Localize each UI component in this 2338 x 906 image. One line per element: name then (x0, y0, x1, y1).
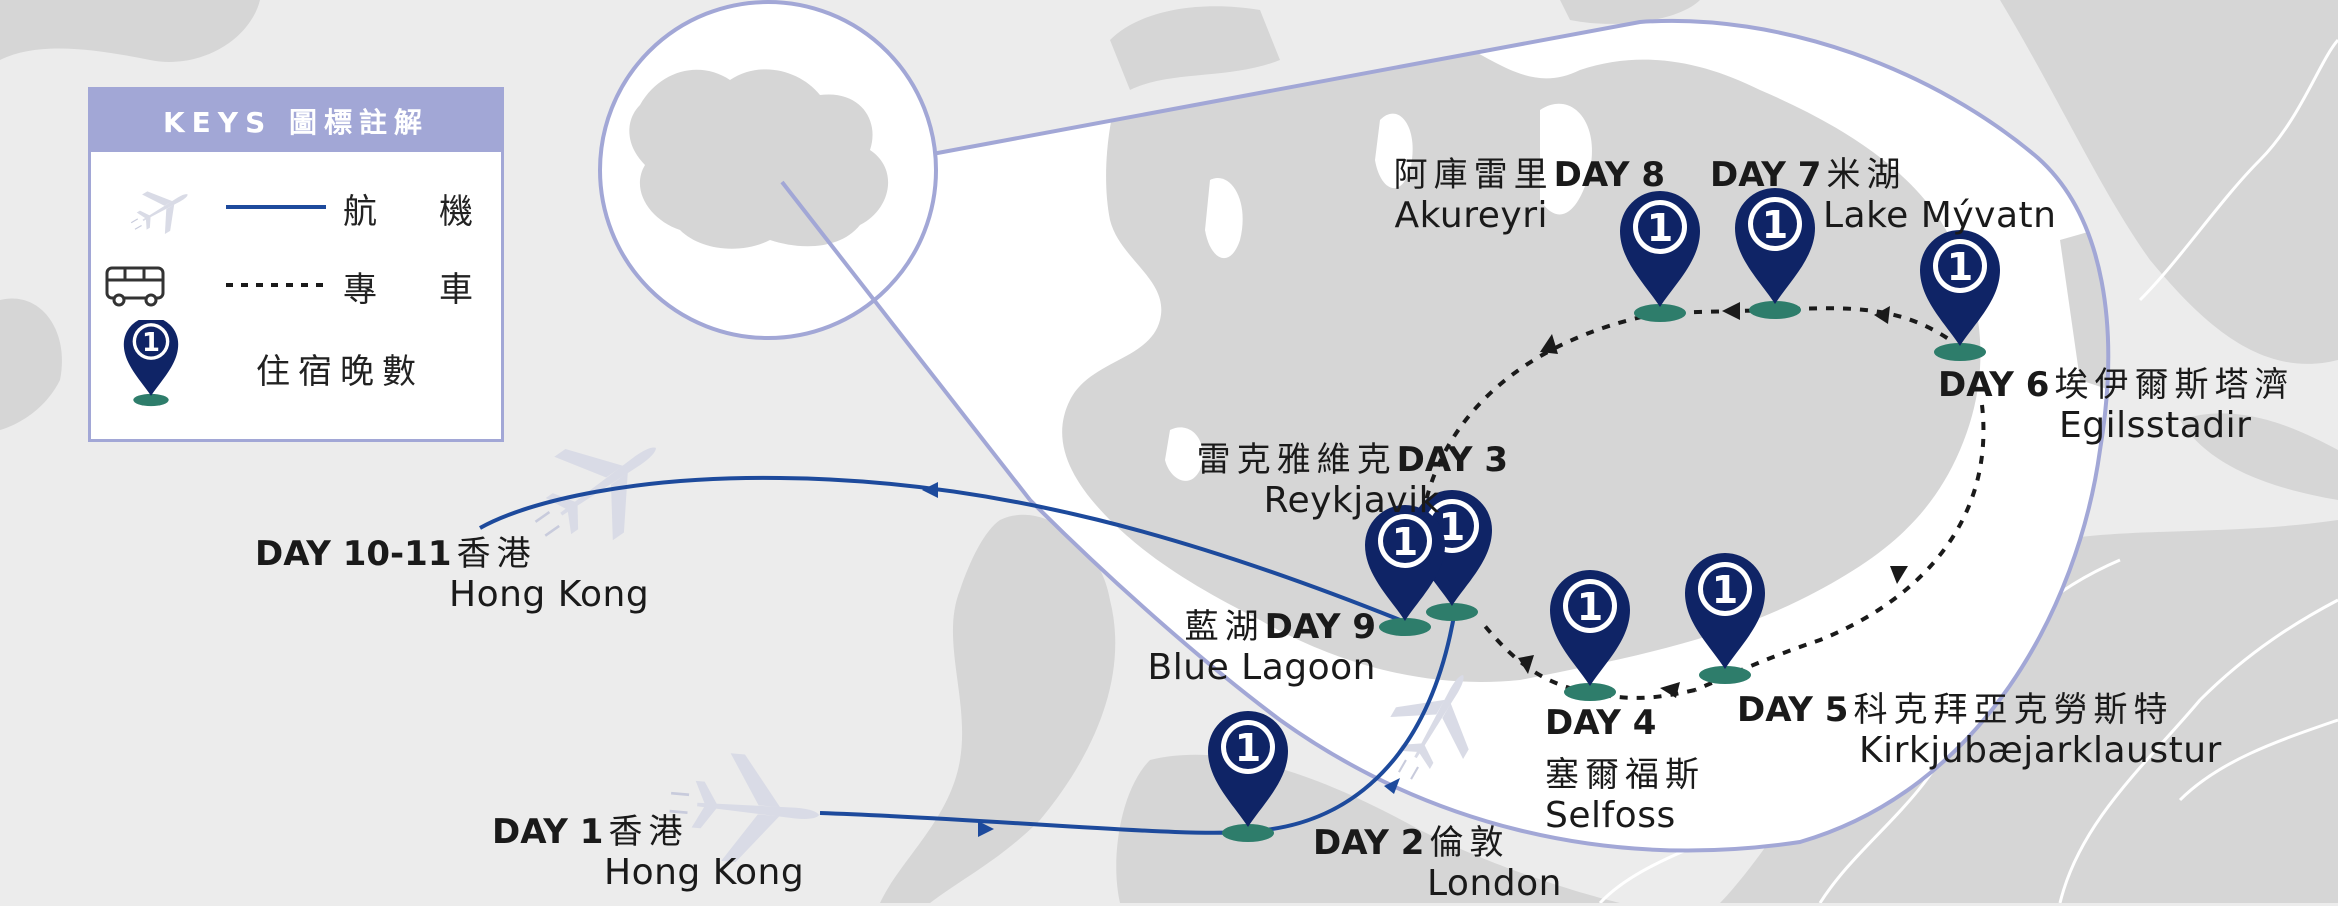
legend-panel: KEYS 圖標註解 航 機 專 車 1 (88, 87, 504, 442)
place-name-en: London (1427, 863, 1562, 905)
legend-label: 住宿晚數 (256, 352, 424, 392)
pin-kirkjubaejarklaustur[interactable]: 1 (1685, 553, 1765, 684)
place-name-en: Blue Lagoon (1147, 647, 1376, 689)
pin-selfoss[interactable]: 1 (1550, 570, 1630, 701)
day-label: DAY 1 (492, 812, 604, 852)
coach-direction-arrows (1518, 302, 1908, 698)
place-name-zh: 藍湖 (1184, 607, 1265, 647)
day-label: DAY 5 (1737, 690, 1849, 730)
legend-flight-graphic (121, 174, 326, 240)
day-label: DAY 2 (1313, 823, 1425, 863)
day-label: DAY 6 (1938, 365, 2050, 405)
place-name-zh: 塞爾福斯 (1545, 755, 1705, 796)
legend-title: KEYS 圖標註解 (91, 90, 501, 152)
svg-text:1: 1 (1712, 568, 1738, 612)
place-name-zh: 香港 (608, 812, 689, 852)
place-name-zh: 阿庫雷里 (1393, 155, 1554, 195)
label-day-7: DAY 7 米湖 Lake Mývatn (1710, 155, 2056, 238)
label-day-10-11: DAY 10-11 香港 Hong Kong (255, 534, 649, 617)
place-name-zh: 雷克雅維克 (1196, 440, 1397, 480)
place-name-en: Akureyri (1394, 195, 1548, 237)
legend-item-flight: 航 機 (91, 170, 501, 240)
pin-blue-lagoon[interactable]: 1 (1365, 505, 1445, 636)
pin-london[interactable]: 1 (1208, 711, 1288, 842)
label-day-5: DAY 5 科克拜亞克勞斯特 Kirkjubæjarklaustur (1737, 690, 2222, 773)
label-day-6: DAY 6 埃伊爾斯塔濟 Egilsstadir (1938, 365, 2295, 448)
day-label: DAY 3 (1396, 440, 1508, 480)
place-name-zh: 米湖 (1826, 155, 1907, 195)
day-label: DAY 10-11 (255, 534, 452, 574)
airplane-icon (121, 174, 200, 240)
legend-label: 航 機 (343, 192, 487, 232)
bus-icon (105, 266, 165, 307)
flight-route-lon-kef (1264, 609, 1457, 832)
place-name-en: Hong Kong (604, 852, 805, 894)
flight-direction-arrows (922, 482, 1400, 837)
legend-label: 專 車 (343, 270, 487, 310)
place-name-en: Egilsstadir (2059, 405, 2252, 447)
legend-coach-graphic (105, 266, 326, 307)
label-day-1: DAY 1 香港 Hong Kong (492, 812, 804, 895)
pin-icon: 1 (123, 320, 179, 407)
pin-egilsstadir[interactable]: 1 (1920, 230, 2000, 361)
place-name-en: Selfoss (1545, 795, 1676, 837)
svg-text:1: 1 (1577, 585, 1603, 629)
place-name-en: Kirkjubæjarklaustur (1859, 730, 2222, 772)
svg-text:1: 1 (1647, 206, 1673, 250)
legend-item-coach: 專 車 (91, 248, 501, 318)
legend-item-overnight: 1 住宿晚數 (91, 320, 501, 407)
place-name-zh: 科克拜亞克勞斯特 (1853, 690, 2174, 730)
day-label: DAY 9 (1264, 607, 1376, 647)
svg-text:1: 1 (1762, 203, 1788, 247)
pin-akureyri[interactable]: 1 (1620, 191, 1700, 322)
place-name-zh: 倫敦 (1429, 823, 1510, 863)
place-name-en: Lake Mývatn (1823, 195, 2057, 237)
svg-text:1: 1 (1392, 520, 1418, 564)
place-name-en: Hong Kong (449, 574, 650, 616)
label-day-8: 阿庫雷里DAY 8 Akureyri (1394, 155, 1665, 238)
iceland-locator-circle (598, 0, 1032, 502)
day-label: DAY 8 (1553, 155, 1665, 195)
label-day-9: 藍湖DAY 9 Blue Lagoon (1148, 607, 1376, 690)
flight-route-kef-hkg (479, 475, 1401, 622)
svg-text:1: 1 (142, 328, 160, 358)
place-name-zh: 埃伊爾斯塔濟 (2054, 365, 2295, 405)
label-day-3: 雷克雅維克DAY 3 Reykjavik (1197, 440, 1508, 523)
pin-lake-myvatn[interactable]: 1 (1735, 188, 1815, 319)
svg-text:1: 1 (1235, 726, 1261, 770)
label-day-2: DAY 2 倫敦 London (1313, 823, 1562, 906)
day-label: DAY 7 (1710, 155, 1822, 195)
place-name-zh: 香港 (456, 534, 537, 574)
place-name-en: Reykjavik (1263, 480, 1440, 522)
label-day-4: DAY 4 塞爾福斯 Selfoss (1545, 703, 1705, 838)
day-label: DAY 4 (1545, 703, 1657, 743)
svg-text:1: 1 (1947, 245, 1973, 289)
